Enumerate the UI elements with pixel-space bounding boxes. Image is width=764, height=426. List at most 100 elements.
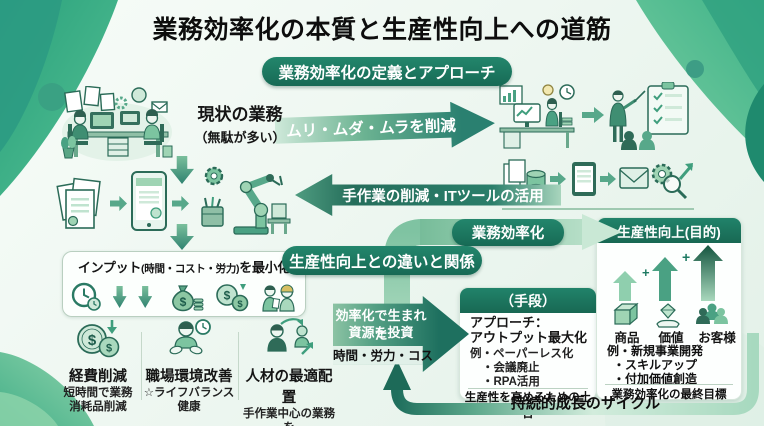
dollar-glyph: $ [179, 295, 186, 309]
means-example: 例・ペーパーレス化 [470, 348, 574, 360]
benefit-line: ☆ライフバランス [143, 387, 235, 399]
money-bag-icon: $ [171, 285, 204, 312]
productivity-header: 生産性向上(目的) [597, 218, 741, 243]
divider [605, 384, 733, 385]
down-arrow [138, 286, 153, 308]
leaf-shape [745, 84, 764, 182]
up-arrow-medium [652, 257, 678, 301]
coins-icon: $ $ [216, 284, 249, 312]
productivity-card: 生産性向上(目的) + + [596, 217, 742, 401]
time-clock-icon [71, 282, 101, 311]
input-minimize-box: インプット(時間・コスト・労力)を最小化 $ $ [62, 251, 306, 317]
drawer-unit [107, 137, 129, 157]
column-divider [238, 332, 239, 400]
approach-line2: アウトプット最大化 [470, 330, 588, 345]
means-card: （手段） アプローチ： アウトプット最大化 例・ペーパーレス化 ・会議廃止 ・R… [459, 287, 597, 420]
caring-person-clock-icon [169, 319, 211, 355]
benefit-line: 健康 [177, 401, 201, 414]
work-table [267, 203, 291, 234]
means-example: ・RPA活用 [482, 376, 540, 388]
approach-line1: アプローチ： [470, 315, 549, 330]
workers-icon [262, 284, 295, 312]
envelope-icon [151, 101, 168, 113]
hard-hat-icon [280, 284, 294, 293]
benefit-title: 経費削減 [69, 369, 127, 385]
envelope-icon [619, 167, 649, 189]
worker-right [143, 109, 164, 145]
checklist-board-icon [647, 82, 689, 135]
means-header: （手段） [460, 288, 596, 313]
bar-chart-icon [499, 85, 523, 105]
robot-arm-icon [201, 166, 291, 235]
dollar-glyph: $ [224, 289, 231, 303]
current-work-label: 現状の業務 [197, 105, 283, 124]
input-box-title: インプット(時間・コスト・労力)を最小化 [77, 260, 291, 275]
plus-glyph: + [682, 249, 690, 265]
productivity-example: 例・新規事業開発 [607, 344, 704, 358]
flow-arrow-icon [550, 172, 566, 186]
presenter-figure [609, 90, 646, 142]
productivity-icons [613, 302, 728, 328]
benefit-line: 消耗品削減 [69, 401, 127, 414]
benefit-title: 職場環境改善 [145, 369, 233, 385]
benefit-line: 手作業中心の業務を [243, 408, 335, 426]
invest-label-line2: 資源を投資 [348, 325, 414, 340]
productivity-example: ・スキルアップ [613, 358, 698, 372]
up-arrow-small [613, 271, 637, 301]
benefit-line: 短時間で業務 [63, 387, 133, 399]
gear-icon [114, 96, 128, 110]
customers-group-icon [696, 303, 728, 324]
down-arrow [112, 286, 127, 308]
benefit-staffing: 人材の最適配置 手作業中心の業務を 自動化・移行 [239, 318, 339, 426]
decor-dot [686, 60, 704, 78]
digital-tablet-icon [131, 171, 167, 231]
up-arrow-large [693, 245, 723, 301]
benefit-cost-reduction: $ $ 経費削減 短時間で業務 消耗品削減 [52, 318, 144, 415]
dollar-glyph: $ [238, 299, 244, 310]
messy-office-illustration [61, 86, 173, 161]
current-work-sublabel: （無駄が多い） [194, 130, 286, 145]
tidy-desk [499, 103, 575, 149]
benefit-workplace: 職場環境改善 ☆ライフバランス 健康 [142, 318, 236, 415]
plus-glyph: + [642, 265, 650, 280]
gear-magnifier-growth-icon [651, 163, 694, 200]
dollar-glyph: $ [88, 332, 97, 349]
current-state-label-group: 現状の業務 （無駄が多い） [175, 100, 305, 146]
relation-badge: 生産性向上との違いと関係 [282, 246, 482, 275]
invest-label-line1: 効率化で生まれた [335, 308, 427, 342]
definition-badge: 業務効率化の定義とアプローチ [262, 57, 512, 86]
reduce-waste-label: ムリ・ムダ・ムラを削減 [285, 117, 457, 141]
monitors [90, 111, 140, 129]
manual-reduction-label: 手作業の削減・ITツールの活用 [342, 188, 544, 205]
robot-arm [233, 174, 283, 235]
dollar-glyph: $ [106, 343, 112, 355]
worker-left [68, 110, 89, 145]
benefit-title: 人材の最適配置 [245, 369, 333, 406]
speech-bubble-icon [131, 87, 147, 103]
seated-worker [545, 98, 573, 127]
seal-icon [150, 207, 162, 219]
means-example: ・会議廃止 [482, 362, 540, 374]
paper-documents-icon [56, 177, 101, 229]
down-arrow [240, 284, 247, 290]
baseline [502, 208, 694, 210]
growth-arrows: + + [613, 245, 723, 301]
cycle-label: 持続的成長のサイクル [510, 395, 661, 412]
page-title: 業務効率化の本質と生産性向上への道筋 [152, 16, 612, 44]
seal-icon [67, 215, 79, 227]
value-diamond-hand-icon [656, 303, 680, 328]
input-box-icons: $ $ $ [71, 280, 297, 314]
decor-dot [38, 83, 66, 111]
scattered-papers-icon [64, 86, 116, 113]
audience-silhouettes [621, 131, 655, 150]
clock-icon [559, 84, 575, 100]
trash-bin-icon [162, 145, 173, 158]
pen-cup-icon [201, 196, 224, 227]
column-divider [141, 332, 142, 400]
flow-arrow-icon [582, 107, 604, 123]
product-box-icon [613, 302, 639, 326]
lightbulb-icon [542, 84, 554, 96]
cost-down-coins-icon: $ $ [77, 320, 120, 358]
plant-icon [61, 136, 76, 159]
